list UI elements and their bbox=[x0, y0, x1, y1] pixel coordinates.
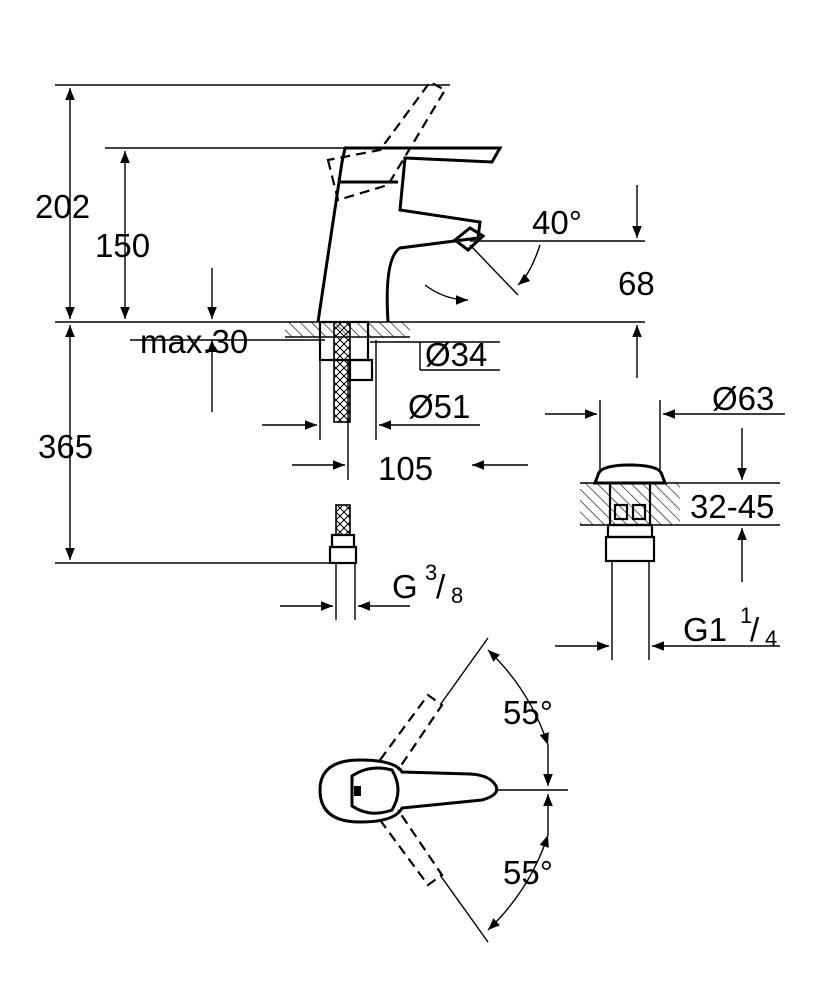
dim-202: 202 bbox=[35, 188, 90, 225]
svg-text:/: / bbox=[750, 611, 760, 648]
svg-text:/: / bbox=[436, 568, 446, 605]
tap-top-outline bbox=[318, 758, 499, 824]
dim-waste-thread-num: 1 bbox=[740, 603, 752, 628]
hose-end bbox=[335, 504, 351, 536]
dim-diameter-34: Ø34 bbox=[425, 336, 487, 373]
dim-105: 105 bbox=[378, 450, 433, 487]
aerator bbox=[452, 226, 486, 252]
dim-diameter-51: Ø51 bbox=[408, 388, 470, 425]
lever-left-rotation bbox=[379, 693, 444, 771]
dim-365: 365 bbox=[38, 428, 93, 465]
dim-waste-thread: G1 bbox=[683, 611, 727, 648]
dim-40-degree: 40° bbox=[532, 204, 582, 241]
dim-diameter-63: Ø63 bbox=[712, 380, 774, 417]
dim-68: 68 bbox=[618, 265, 655, 302]
flex-hose bbox=[333, 321, 351, 423]
dim-waste-thread-den: 4 bbox=[765, 626, 777, 651]
waste-cap bbox=[592, 463, 668, 485]
dim-hose-thread-den: 8 bbox=[451, 583, 463, 608]
lever-right-rotation bbox=[379, 809, 444, 887]
lever-raised-outline bbox=[326, 80, 447, 202]
dim-32-45: 32-45 bbox=[690, 488, 774, 525]
dim-max30: max.30 bbox=[140, 323, 248, 360]
dim-hose-thread-num: 3 bbox=[425, 560, 437, 585]
dim-hose-thread: G bbox=[392, 568, 418, 605]
side-view bbox=[55, 80, 645, 620]
dim-rotation-bottom: 55° bbox=[503, 854, 553, 891]
dim-150: 150 bbox=[95, 227, 150, 264]
tap-body bbox=[316, 146, 503, 323]
top-view bbox=[318, 637, 568, 943]
dim-rotation-top: 55° bbox=[503, 694, 553, 731]
waste-fitting bbox=[545, 400, 785, 660]
